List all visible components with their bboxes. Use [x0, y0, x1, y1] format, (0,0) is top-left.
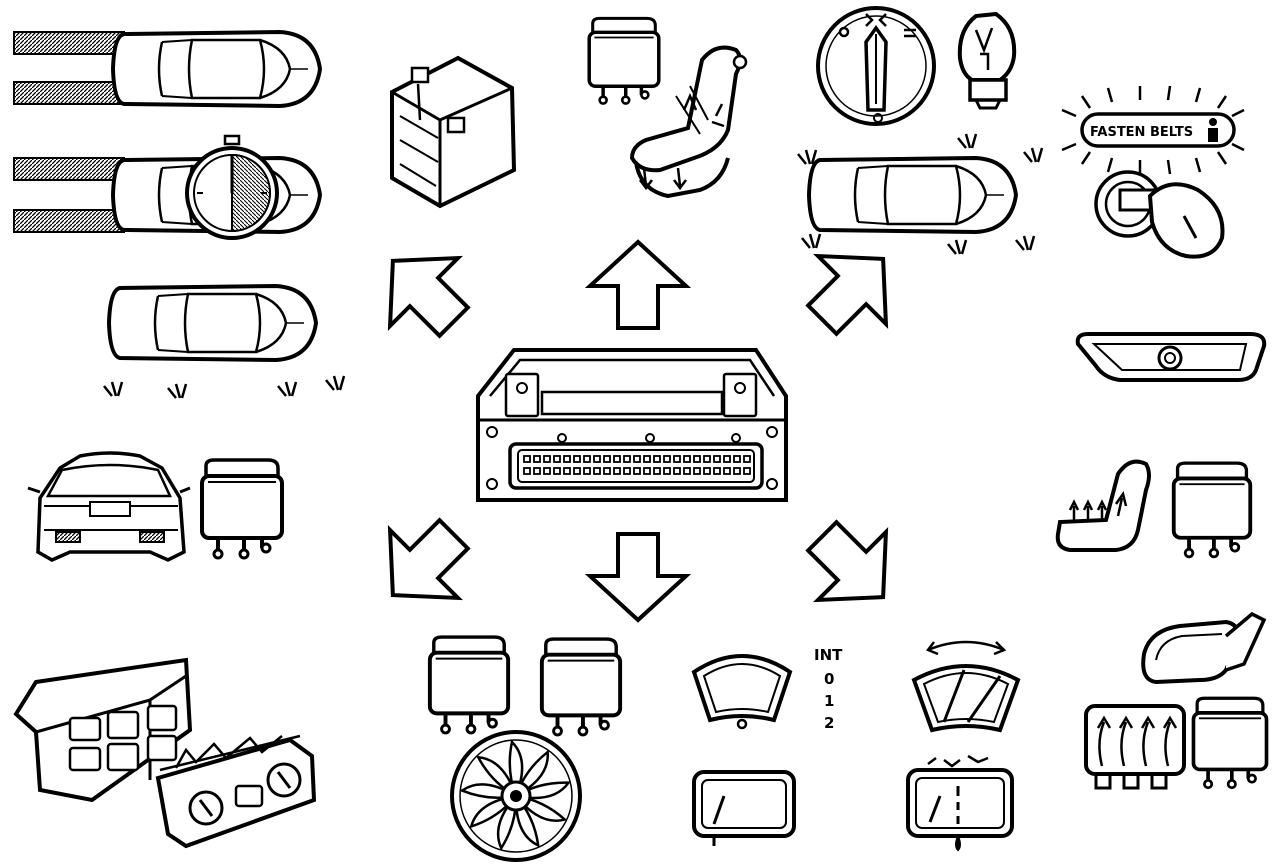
mirror-icon: [1141, 611, 1267, 685]
windscreen-wiper-icon: [691, 654, 793, 730]
arrow-up-icon: [588, 240, 688, 330]
arrow-down-icon: [588, 532, 688, 622]
wiper-speed-labels: INT 0 1 2: [814, 646, 843, 732]
cooling-fan-icon: [450, 730, 582, 862]
wiper-int-label: INT: [814, 646, 843, 664]
relay-icon: [539, 637, 623, 737]
stopwatch-icon: [185, 134, 279, 240]
light-switch-icon: [816, 6, 936, 126]
car-hazard-icon: [102, 284, 346, 400]
arrow-down-left-icon: [359, 500, 488, 629]
seated-person-icon: [1208, 118, 1218, 142]
ignition-key-icon: [1094, 170, 1225, 259]
battery-icon: [390, 55, 517, 209]
rear-defrost-icon: [1084, 704, 1186, 790]
relay-icon: [587, 16, 661, 106]
bulb-icon: [957, 11, 1017, 110]
relay-icon: [1171, 461, 1253, 559]
climate-control-icon: [155, 734, 317, 849]
control-unit-icon: [13, 657, 193, 803]
rear-washer-icon: [906, 754, 1014, 852]
car-rear-view-icon: [27, 451, 191, 562]
rear-wiper-icon: [692, 770, 796, 846]
central-electronic-module: [476, 348, 788, 502]
seatbelt-warning-icon: FASTEN BELTS: [1061, 85, 1245, 175]
wiper-sweep-icon: [911, 640, 1021, 733]
fasten-belts-label: FASTEN BELTS: [1090, 125, 1193, 140]
door-lock-icon: [1075, 332, 1267, 382]
seat-heater-icon: [1055, 459, 1151, 552]
relay-icon: [200, 458, 284, 560]
relay-icon: [427, 635, 511, 735]
wiper-0-label: 0: [824, 670, 834, 688]
wiper-1-label: 1: [824, 692, 834, 710]
car-top-view-icon: [13, 30, 322, 108]
arrow-up-left-icon: [359, 227, 488, 356]
car-lights-icon: [796, 132, 1044, 256]
relay-icon: [1191, 696, 1269, 790]
arrow-down-right-icon: [788, 502, 917, 631]
connector-socket: [508, 442, 764, 490]
wiper-2-label: 2: [824, 714, 834, 732]
power-seat-icon: [629, 45, 748, 199]
car-timer-icon: [13, 134, 322, 240]
